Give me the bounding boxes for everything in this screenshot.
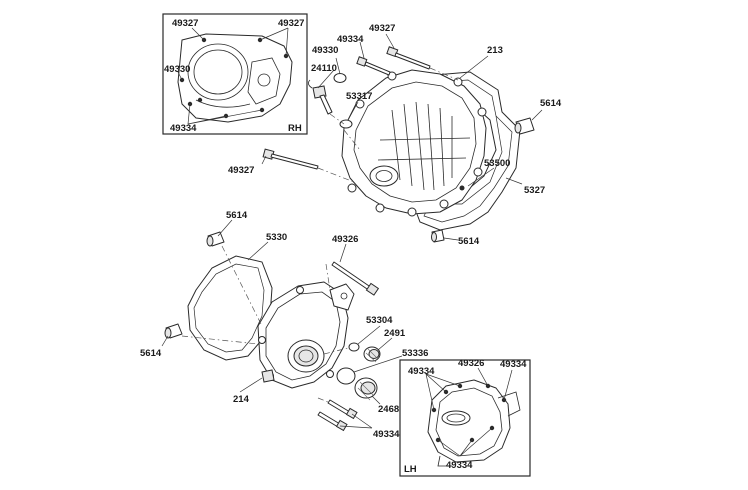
label-rh-49327-left: 49327: [172, 18, 198, 29]
label-49334-top: 49334: [337, 34, 364, 45]
lh-leader-49326: [477, 367, 489, 387]
rh-leader-49327-right: [259, 27, 289, 57]
rh-leader-49330: [177, 71, 183, 81]
stator-leaders: [161, 219, 403, 429]
sensor-24110: [308, 79, 333, 115]
rh-inset-opening-inner: [193, 49, 243, 95]
label-rh-49334: 49334: [170, 123, 197, 134]
clutch-cover-boss-inner: [375, 170, 393, 182]
label-53317: 53317: [346, 91, 372, 102]
plug-2491: [363, 346, 381, 363]
label-lh-49334-bottom: 49334: [446, 460, 473, 471]
gasket-5327: [399, 71, 521, 231]
plug-53500: [459, 185, 465, 191]
lh-leader-49334-right: [503, 369, 513, 401]
rh-inset: 49327 49327 49330 49334 RH: [162, 13, 308, 135]
lh-leader-49334-left: [425, 373, 461, 411]
lh-inset-rim: [435, 387, 503, 457]
label-53500: 53500: [484, 158, 510, 169]
label-2491: 2491: [384, 328, 406, 339]
label-rh-49330: 49330: [164, 64, 190, 75]
label-49326: 49326: [332, 234, 358, 245]
clutch-leaders: [261, 33, 543, 241]
lh-leader-49334-bottom: [437, 427, 493, 457]
label-lh-tag: LH: [404, 464, 417, 475]
lh-inset-badge: [441, 410, 471, 426]
label-5614-mid: 5614: [458, 236, 480, 247]
label-lh-49326: 49326: [458, 358, 484, 369]
lh-inset: 49326 49334 49334 49334 LH: [399, 358, 531, 477]
label-49327-top: 49327: [369, 23, 395, 34]
label-rh-49327-right: 49327: [278, 18, 304, 29]
label-5327: 5327: [524, 185, 545, 196]
oring-53304: [348, 342, 360, 352]
label-24110: 24110: [311, 63, 337, 74]
dowel-5614-left: [164, 323, 183, 339]
rh-leader-49327-left: [191, 27, 205, 41]
label-49327-left: 49327: [228, 165, 254, 176]
label-lh-49334-left: 49334: [408, 366, 435, 377]
stator-cover-bracket: [329, 283, 355, 311]
gasket-5330-inner: [193, 263, 265, 353]
dowel-5614-mid: [431, 229, 445, 243]
label-53336: 53336: [402, 348, 428, 359]
bolt-49326: [331, 261, 380, 296]
stator-cover-assembly: [187, 255, 355, 389]
plug-2468: [354, 377, 378, 401]
clutch-cover-assembly: [341, 69, 521, 231]
bolt-49327-left: [262, 148, 319, 170]
stator-cover-foot: [261, 369, 275, 383]
dowel-5614-top: [206, 231, 225, 247]
lh-inset-foot: [437, 455, 452, 467]
label-213: 213: [487, 45, 503, 56]
label-214: 214: [233, 394, 250, 405]
oring-49330: [333, 73, 347, 83]
rh-inset-opening: [187, 43, 249, 101]
clutch-cover-rim: [353, 81, 477, 203]
ring-53317: [339, 119, 353, 129]
label-49334-lower: 49334: [373, 429, 400, 440]
label-5614-right: 5614: [540, 98, 562, 109]
label-5614-top: 5614: [226, 210, 248, 221]
rh-inset-cover: [177, 33, 293, 123]
gasket-5327-inner: [405, 79, 513, 223]
label-rh-tag: RH: [288, 123, 302, 134]
clutch-cover-ribs: [377, 101, 471, 191]
clutch-cover-boss: [369, 165, 399, 187]
bolt-49334-top: [356, 56, 391, 76]
stator-cover-opening-inner: [293, 345, 319, 367]
label-lh-49334-right: 49334: [500, 359, 527, 370]
label-53304: 53304: [366, 315, 393, 326]
rh-inset-port: [257, 73, 271, 87]
lh-inset-bracket: [497, 391, 521, 417]
bolts-49334-lower: [317, 399, 358, 432]
rh-inset-pocket: [247, 57, 281, 105]
dowel-5614-right: [514, 117, 535, 135]
label-49330: 49330: [312, 45, 338, 56]
rh-leader-49334: [187, 103, 263, 125]
stator-cover-bracket-hole: [340, 292, 348, 300]
bolt-49327-top: [386, 46, 431, 70]
label-5614-left: 5614: [140, 348, 162, 359]
clutch-cover-lugs: [347, 71, 487, 217]
oring-53336: [336, 367, 356, 385]
lh-inset-badge-inner: [446, 413, 466, 423]
label-2468: 2468: [378, 404, 399, 415]
label-5330: 5330: [266, 232, 287, 243]
stator-cover-opening-core: [298, 349, 314, 363]
